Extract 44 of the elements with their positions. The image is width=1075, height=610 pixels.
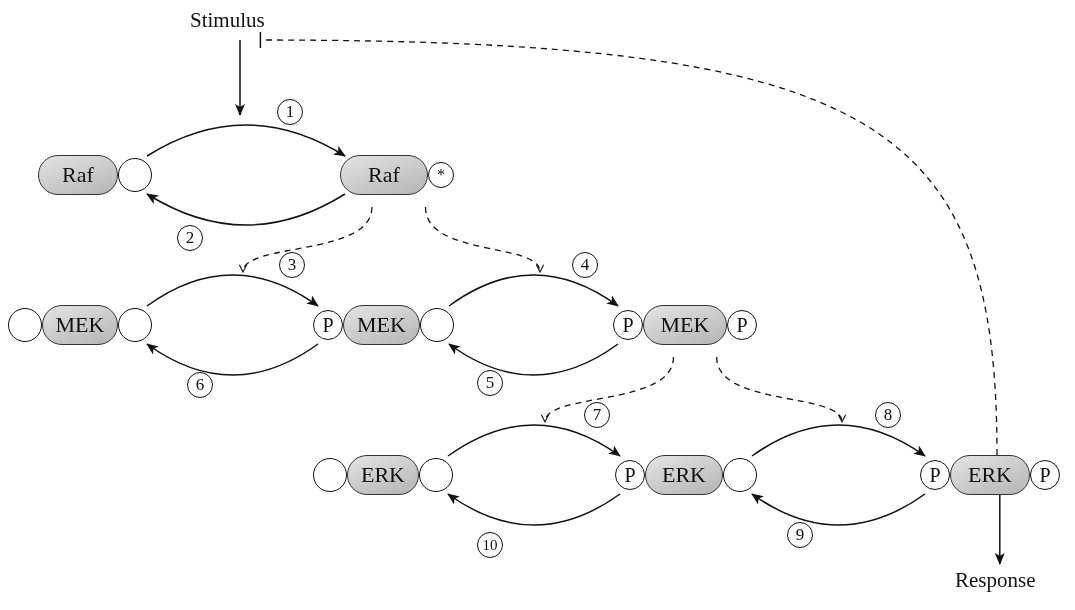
arrow bbox=[543, 356, 675, 423]
node-text: Response bbox=[955, 568, 1036, 592]
arrow bbox=[751, 424, 926, 457]
arrow bbox=[235, 39, 245, 116]
arrow bbox=[241, 206, 373, 273]
site-circle: P bbox=[613, 310, 643, 340]
node-text: Stimulus bbox=[190, 8, 265, 32]
arrow bbox=[424, 206, 542, 273]
arrow bbox=[146, 193, 346, 226]
site-circle: P bbox=[313, 310, 343, 340]
step-number: 3 bbox=[279, 252, 305, 278]
arrow bbox=[447, 424, 621, 457]
protein-pill: ERK bbox=[347, 455, 419, 495]
step-number: 10 bbox=[477, 532, 503, 558]
site-circle: * bbox=[428, 162, 454, 188]
protein-pill: Raf bbox=[38, 155, 118, 195]
protein-pill: Raf bbox=[340, 155, 428, 195]
site-circle: P bbox=[920, 460, 950, 490]
protein-pill: ERK bbox=[950, 455, 1030, 495]
protein-pill: MEK bbox=[643, 305, 727, 345]
arrow bbox=[146, 343, 319, 376]
step-number: 5 bbox=[477, 370, 503, 396]
step-number: 9 bbox=[787, 522, 813, 548]
step-number: 6 bbox=[187, 372, 213, 398]
site-circle: P bbox=[615, 460, 645, 490]
protein-pill: MEK bbox=[343, 305, 420, 345]
arrow bbox=[447, 493, 621, 526]
arrow bbox=[448, 343, 619, 376]
protein-pill: MEK bbox=[42, 305, 118, 345]
protein-pill: ERK bbox=[645, 455, 723, 495]
arrow bbox=[716, 356, 844, 423]
arrow bbox=[751, 493, 926, 526]
step-number: 7 bbox=[584, 402, 610, 428]
step-number: 1 bbox=[277, 99, 303, 125]
arrow bbox=[146, 274, 319, 307]
step-number: 8 bbox=[875, 402, 901, 428]
site-circle: P bbox=[1030, 460, 1060, 490]
arrow bbox=[146, 124, 346, 157]
site-circle: P bbox=[727, 310, 757, 340]
step-number: 4 bbox=[572, 252, 598, 278]
inhibition-line bbox=[259, 31, 998, 456]
arrow bbox=[994, 494, 1005, 565]
arrow bbox=[448, 274, 619, 307]
step-number: 2 bbox=[177, 225, 203, 251]
